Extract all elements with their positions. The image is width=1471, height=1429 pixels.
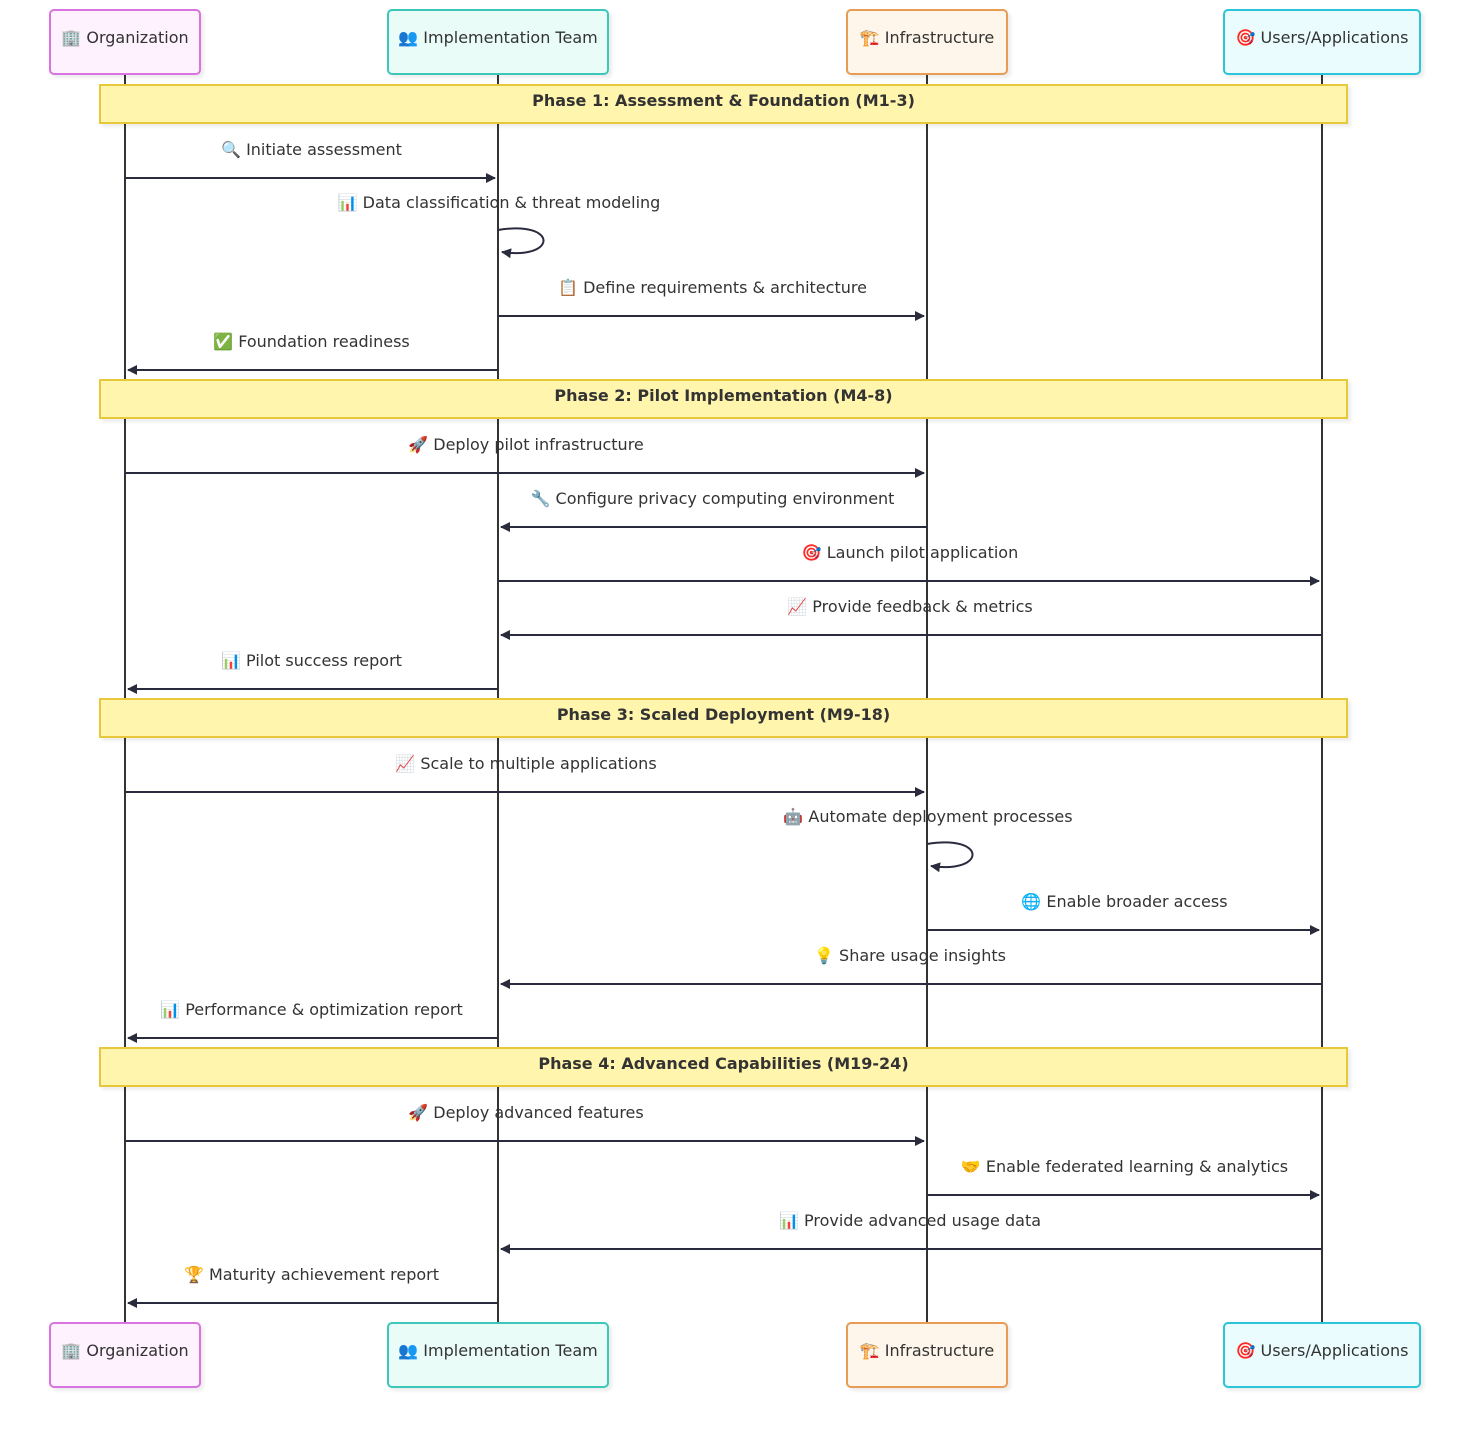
phase-title: Phase 1: Assessment & Foundation (M1-3) [532, 91, 915, 110]
message-label: 🚀 Deploy advanced features [408, 1103, 643, 1122]
message-3-5: 📊 Performance & optimization report [127, 1000, 498, 1043]
message-2-3: 🎯 Launch pilot application [498, 543, 1320, 586]
participant-team-bottom: 👥 Implementation Team [387, 1322, 609, 1388]
message-label: 📈 Scale to multiple applications [395, 754, 656, 773]
message-label: 📊 Provide advanced usage data [779, 1211, 1041, 1230]
message-label: 📊 Data classification & threat modeling [338, 193, 661, 212]
messages: 🔍 Initiate assessment 📊 Data classificati… [125, 139, 1322, 1308]
message-4-1: 🚀 Deploy advanced features [125, 1103, 925, 1146]
participant-box [387, 9, 609, 75]
phase-box [99, 698, 1348, 738]
self-arrow [497, 227, 545, 259]
participant-label: 🏗️ Infrastructure [860, 1341, 995, 1360]
participant-users-top: 🎯 Users/Applications [1223, 9, 1421, 75]
participant-label: 🏢 Organization [61, 1341, 188, 1360]
message-2-4: 📈 Provide feedback & metrics [500, 597, 1322, 640]
message-4-4: 🏆 Maturity achievement report [127, 1265, 498, 1308]
participant-box [49, 9, 201, 75]
message-3-3: 🌐 Enable broader access [927, 892, 1320, 935]
participant-label: 🎯 Users/Applications [1236, 28, 1409, 47]
participant-infra-top: 🏗️ Infrastructure [846, 9, 1008, 75]
phase-title: Phase 3: Scaled Deployment (M9-18) [557, 705, 890, 724]
phase-banner-3: Phase 3: Scaled Deployment (M9-18) [99, 698, 1348, 738]
message-label: 🎯 Launch pilot application [802, 543, 1018, 562]
participant-box [846, 9, 1008, 75]
participant-box [1223, 1322, 1421, 1388]
message-label: 📋 Define requirements & architecture [558, 278, 867, 297]
participant-box [387, 1322, 609, 1388]
participant-org-bottom: 🏢 Organization [49, 1322, 201, 1388]
message-1-2: 📊 Data classification & threat modeling [338, 193, 661, 259]
message-label: 📈 Provide feedback & metrics [787, 597, 1032, 616]
participant-team-top: 👥 Implementation Team [387, 9, 609, 75]
self-arrow [926, 841, 974, 873]
participants: 🏢 Organization 🏢 Organization 👥 Implementa… [49, 9, 1421, 1388]
message-label: 🌐 Enable broader access [1021, 892, 1227, 911]
message-4-2: 🤝 Enable federated learning & analytics [927, 1157, 1320, 1200]
message-label: 🔧 Configure privacy computing environmen… [531, 489, 895, 508]
participant-box [846, 1322, 1008, 1388]
message-label: 🏆 Maturity achievement report [184, 1265, 439, 1284]
message-label: 🚀 Deploy pilot infrastructure [408, 435, 644, 454]
message-1-1: 🔍 Initiate assessment [125, 139, 496, 183]
phase-banner-1: Phase 1: Assessment & Foundation (M1-3) [99, 84, 1348, 124]
phase-box [99, 1047, 1348, 1087]
phase-banner-2: Phase 2: Pilot Implementation (M4-8) [99, 379, 1348, 419]
message-label: 🔍 Initiate assessment [221, 139, 402, 159]
message-3-4: 💡 Share usage insights [500, 946, 1322, 989]
message-label: 💡 Share usage insights [814, 946, 1006, 965]
participant-users-bottom: 🎯 Users/Applications [1223, 1322, 1421, 1388]
phase-title: Phase 4: Advanced Capabilities (M19-24) [538, 1054, 908, 1073]
participant-label: 👥 Implementation Team [398, 1341, 597, 1360]
message-4-3: 📊 Provide advanced usage data [500, 1211, 1322, 1254]
message-label: 🤝 Enable federated learning & analytics [961, 1157, 1288, 1176]
message-1-3: 📋 Define requirements & architecture [498, 278, 925, 321]
participant-label: 🎯 Users/Applications [1236, 1341, 1409, 1360]
message-label: 🤖 Automate deployment processes [783, 807, 1072, 826]
message-3-2: 🤖 Automate deployment processes [783, 807, 1073, 873]
message-label: 📊 Pilot success report [221, 651, 402, 670]
participant-label: 🏗️ Infrastructure [860, 28, 995, 47]
phase-box [99, 84, 1348, 124]
participant-infra-bottom: 🏗️ Infrastructure [846, 1322, 1008, 1388]
message-label: ✅ Foundation readiness [213, 332, 410, 351]
participant-box [49, 1322, 201, 1388]
participant-label: 🏢 Organization [61, 28, 188, 47]
phase-banner-4: Phase 4: Advanced Capabilities (M19-24) [99, 1047, 1348, 1087]
phase-box [99, 379, 1348, 419]
message-2-1: 🚀 Deploy pilot infrastructure [125, 435, 925, 478]
message-1-4: ✅ Foundation readiness [127, 332, 498, 375]
message-3-1: 📈 Scale to multiple applications [125, 754, 925, 797]
participant-box [1223, 9, 1421, 75]
participant-label: 👥 Implementation Team [398, 28, 597, 47]
message-2-5: 📊 Pilot success report [127, 651, 498, 694]
message-label: 📊 Performance & optimization report [160, 1000, 463, 1019]
phase-banners: Phase 1: Assessment & Foundation (M1-3) P… [99, 84, 1348, 1087]
participant-org-top: 🏢 Organization [49, 9, 201, 75]
message-2-2: 🔧 Configure privacy computing environmen… [500, 489, 927, 532]
phase-title: Phase 2: Pilot Implementation (M4-8) [554, 386, 892, 405]
